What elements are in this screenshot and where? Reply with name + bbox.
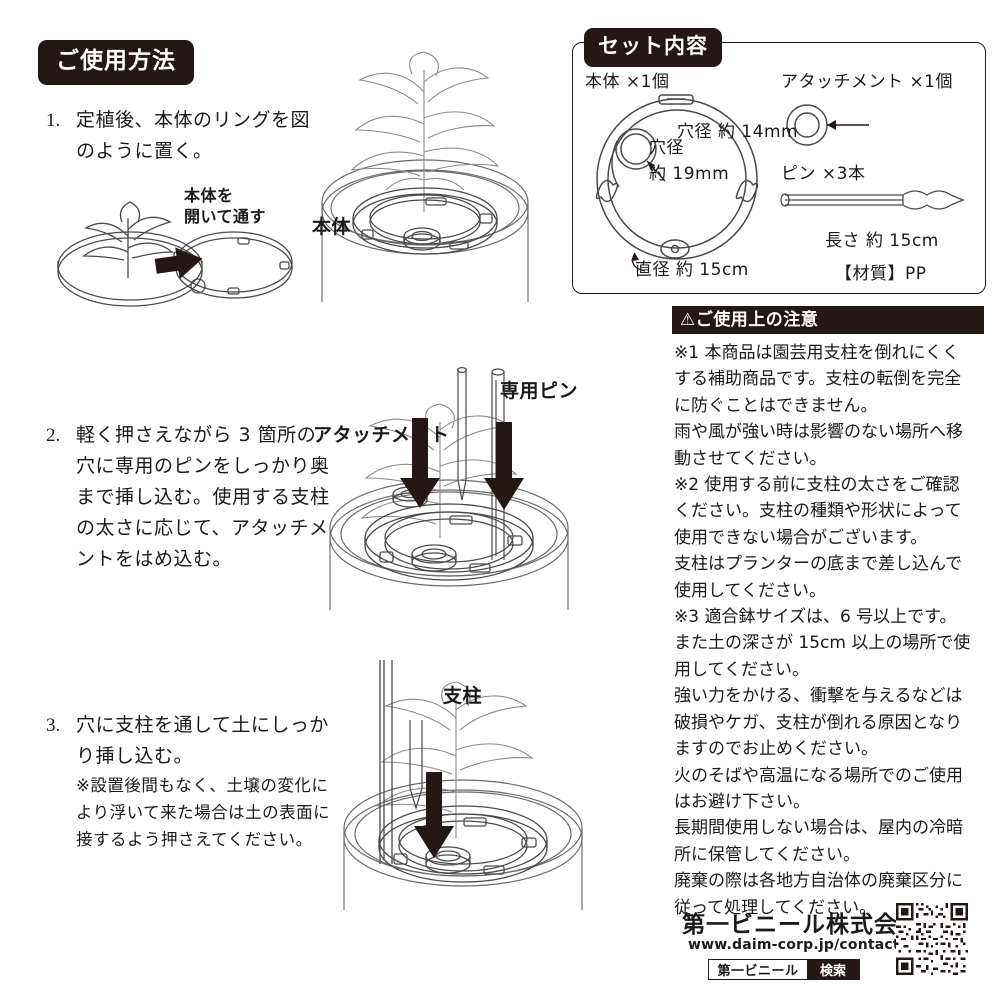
- set-pin-label: ピン ×3本: [781, 164, 866, 184]
- search-term: 第一ビニール: [717, 964, 799, 979]
- caption-body-ring: 本体: [312, 216, 352, 238]
- figure-attachment-ring: [783, 103, 869, 147]
- step-3-number: 3.: [46, 715, 61, 736]
- caution-line: 廃棄の際は各地方自治体の廃棄区分に: [674, 871, 963, 892]
- footer: 第一ビニール株式会社 www.daim-corp.jp/contact/ 第一ビ…: [660, 903, 990, 985]
- set-contents-panel: 本体 ×1個 アタッチメント ×1個: [572, 42, 986, 294]
- figure-pin-sideview: [779, 185, 965, 215]
- arrow-left-icon: [154, 247, 203, 279]
- caption-open-and-pass: 本体を 開いて通す: [184, 186, 267, 226]
- qr-code: [896, 903, 968, 975]
- step-3: 3. 穴に支柱を通して土にしっかり挿し込む。 ※設置後間もなく、土壌の変化により…: [46, 710, 331, 853]
- set-body-diameter-label: 直径 約 15cm: [635, 260, 749, 280]
- caution-line: 動させてください。: [674, 448, 827, 469]
- figure-body-ring-topview: [589, 87, 765, 273]
- caution-line: ください。支柱の種類や形状によって: [674, 501, 962, 522]
- caution-line: ※1 本商品は園芸用支柱を倒れにくく: [674, 343, 960, 363]
- step-3-note: ※設置後間もなく、土壌の変化により浮いて来た場合は土の表面に接するよう押さえてく…: [76, 776, 331, 849]
- caution-line: はお避け下さい。: [674, 791, 810, 812]
- arrow-down-icon: [414, 772, 454, 858]
- step-1: 1. 定植後、本体のリングを図のように置く。: [46, 105, 326, 167]
- set-contents-heading-badge: セット内容: [584, 28, 722, 67]
- caution-line: する補助商品です。支柱の転倒を完全: [674, 369, 962, 390]
- caption-stake: 支柱: [443, 685, 483, 707]
- caution-line: に防ぐことはできません。: [674, 395, 878, 416]
- arrow-down-icon: [400, 418, 440, 508]
- caution-line: 火のそばや高温になる場所でのご使用: [674, 765, 963, 786]
- figure-step-2-pot: [300, 360, 600, 610]
- caution-line: 長期間使用しない場合は、屋内の冷暗: [674, 818, 963, 839]
- step-2-text: 軽く押さえながら 3 箇所の穴に専用のピンをしっかり奥まで挿し込む。使用する支柱…: [76, 424, 330, 570]
- step-2-number: 2.: [46, 425, 61, 446]
- caution-heading: ⚠ご使用上の注意: [672, 306, 984, 334]
- caption-attachment: アタッチメント: [313, 424, 450, 446]
- contact-url[interactable]: www.daim-corp.jp/contact/: [688, 937, 906, 953]
- step-1-number: 1.: [46, 110, 61, 131]
- caution-line: 支柱はプランターの底まで差し込んで: [674, 554, 963, 575]
- figure-step-1-pot: [300, 51, 550, 302]
- usage-heading-badge: ご使用方法: [38, 40, 194, 85]
- set-body-label: 本体 ×1個: [585, 72, 670, 92]
- caution-line: また土の深さが 15cm 以上の場所で使: [674, 633, 971, 654]
- caution-text-block: ※1 本商品は園芸用支柱を倒れにくくする補助商品です。支柱の転倒を完全に防ぐこと…: [674, 340, 988, 921]
- figure-open-ring: [52, 200, 302, 320]
- figure-step-3-pot: [310, 660, 610, 910]
- set-material-label: 【材質】PP: [835, 264, 927, 284]
- caution-line: ※2 使用する前に支柱の太さをご確認: [674, 475, 960, 496]
- search-button[interactable]: 検索: [807, 960, 859, 979]
- company-name: 第一ビニール株式会社: [682, 912, 922, 938]
- caution-line: ※3 適合鉢サイズは、6 号以上です。: [674, 607, 957, 628]
- search-bar-graphic: 第一ビニール 検索: [708, 959, 860, 980]
- set-pin-length-label: 長さ 約 15cm: [825, 231, 939, 251]
- caution-line: 破損やケガ、支柱が倒れる原因となり: [674, 712, 963, 733]
- caution-line: 所に保管してください。: [674, 844, 860, 865]
- caution-line: 強い力をかける、衝撃を与えるなどは: [674, 686, 963, 707]
- caution-line: ますのでお止めください。: [674, 739, 878, 760]
- set-body-hole-label: 穴径 約 19mm: [649, 138, 730, 184]
- arrow-down-icon: [484, 422, 524, 510]
- step-1-text: 定植後、本体のリングを図のように置く。: [76, 109, 311, 162]
- caption-dedicated-pin: 専用ピン: [500, 380, 579, 402]
- set-attachment-label: アタッチメント ×1個: [781, 72, 953, 92]
- caution-line: 雨や風が強い時は影響のない場所へ移: [674, 422, 963, 443]
- caution-line: 従って処理してください。: [674, 897, 877, 918]
- set-attachment-hole-label: 穴径 約 14mm: [677, 122, 799, 142]
- step-3-main: 穴に支柱を通して土にしっかり挿し込む。: [76, 714, 329, 767]
- step-3-text: 穴に支柱を通して土にしっかり挿し込む。 ※設置後間もなく、土壌の変化により浮いて…: [76, 710, 331, 853]
- caution-line: 用してください。: [674, 659, 809, 680]
- caution-line: 使用できない場合がございます。: [674, 527, 928, 548]
- caution-line: 使用してください。: [674, 580, 826, 601]
- step-2: 2. 軽く押さえながら 3 箇所の穴に専用のピンをしっかり奥まで挿し込む。使用す…: [46, 420, 331, 575]
